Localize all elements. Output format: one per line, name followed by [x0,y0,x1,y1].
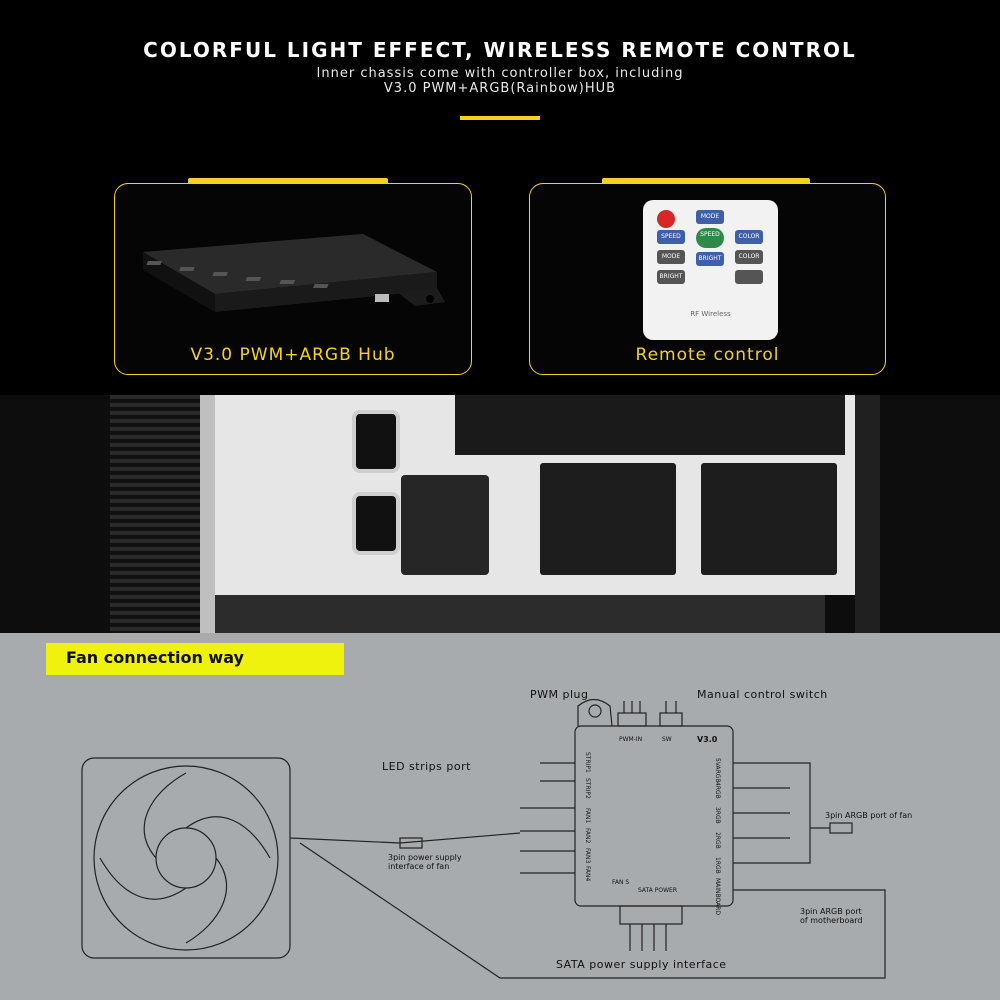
remote-button: COLOR [735,230,763,244]
psu-shroud [215,595,825,633]
power-icon [657,210,675,228]
port-3rgb: 3RGB [714,807,721,824]
port-4rgb: 4RGB [714,782,721,799]
cable-hole [352,410,400,473]
port-fan4: FAN4 [584,866,591,882]
diagram-badge-label: Fan connection way [66,648,244,667]
label-argb-fan: 3pin ARGB port of fan [825,811,913,820]
hub-pwm-in: PWM-IN [619,736,643,743]
drive-bracket [540,463,676,575]
accent-divider [460,116,540,120]
port-2rgb: 2RGB [714,832,721,849]
remote-card-label: Remote control [635,345,780,365]
port-1rgb: 1RGB [714,857,721,874]
remote-button: SPEED [696,228,724,248]
diagram-section [0,633,1000,1000]
cable-hole [352,492,400,555]
port-fan1: FAN1 [584,808,591,824]
remote-button: BRIGHT [696,252,724,266]
hub-version: V3.0 [697,735,718,744]
hub-mounted [401,475,489,575]
diagram-badge: Fan connection way [46,643,344,675]
hub-sata-power: SATA POWER [638,887,678,894]
label-sata: SATA power supply interface [556,958,727,971]
subtitle-line-1: Inner chassis come with controller box, … [316,66,684,81]
port-mainboard: MAINBOARD [714,878,721,916]
port-strip1: STRIP1 [584,752,591,773]
remote-button: MODE [657,250,685,264]
hub-card-label: V3.0 PWM+ARGB Hub [190,345,396,365]
label-led-strips: LED strips port [382,760,471,773]
remote-button: BRIGHT [657,270,685,284]
remote-button: COLOR [735,250,763,264]
hub-sw: SW [662,736,672,743]
port-fan2: FAN2 [584,828,591,844]
hub-fan-s: FAN S [612,879,630,886]
subtitle-line-2: V3.0 PWM+ARGB(Rainbow)HUB [383,81,617,96]
port-5vargb: 5VARGB [714,758,721,783]
remote-card-tab [602,178,810,186]
chassis-photo [0,395,1000,633]
page-title: COLORFUL LIGHT EFFECT, WIRELESS REMOTE C… [143,38,857,62]
page-subtitle: Inner chassis come with controller box, … [0,66,1000,96]
label-fan-power: 3pin power supply interface of fan [388,853,462,871]
label-argb-motherboard: 3pin ARGB port of motherboard [800,907,863,925]
remote-card: MODE SPEED SPEED COLOR MODE BRIGHT COLOR… [529,183,886,375]
label-pwm-plug: PWM plug [530,688,589,701]
remote-button [735,270,763,284]
remote-brand: RF Wireless [690,310,731,318]
remote-image: MODE SPEED SPEED COLOR MODE BRIGHT COLOR… [643,200,778,340]
remote-button: MODE [696,210,724,224]
port-fan3: FAN3 [584,848,591,864]
hub-image [143,234,445,312]
port-strip2: STRIP2 [584,778,591,799]
hub-card-tab [188,178,388,186]
label-manual-switch: Manual control switch [697,688,828,701]
chassis-window [455,395,845,455]
remote-button: SPEED [657,230,685,244]
hub-card: V3.0 PWM+ARGB Hub [114,183,472,375]
chassis-mesh [110,395,200,633]
chassis-frame [855,395,880,633]
drive-bracket [701,463,837,575]
connection-diagram [81,698,886,979]
